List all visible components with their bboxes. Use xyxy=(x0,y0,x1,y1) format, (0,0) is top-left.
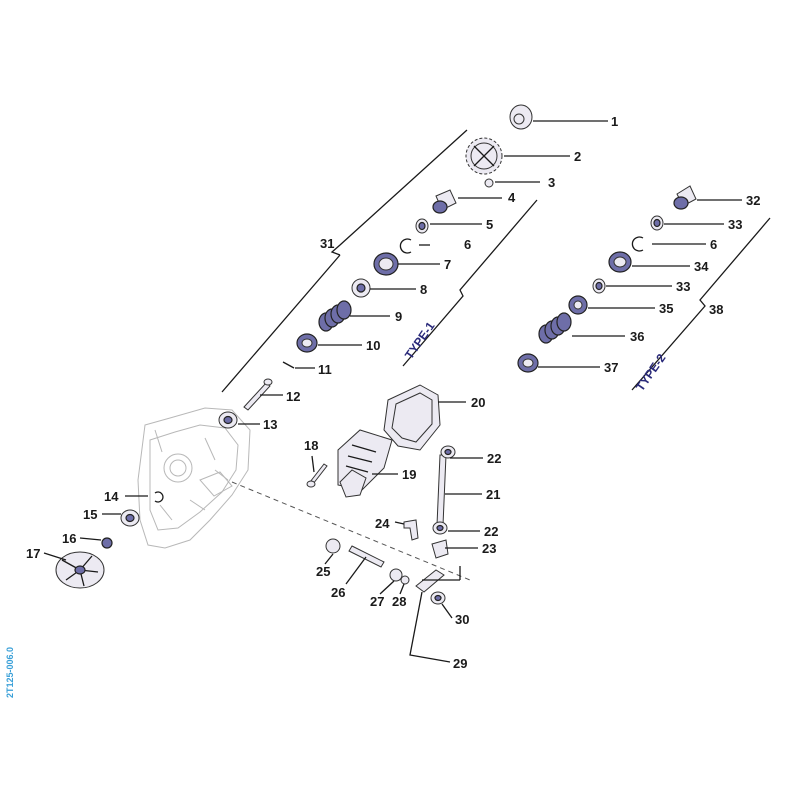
callout-5: 5 xyxy=(486,217,493,232)
part-15-seal xyxy=(120,509,140,527)
callout-30: 30 xyxy=(455,612,469,627)
callout-35: 35 xyxy=(659,301,673,316)
part-22-bush-lower xyxy=(432,521,448,535)
part-21-shaft xyxy=(436,454,447,526)
part-17-impeller xyxy=(55,551,105,589)
part-28-washer xyxy=(400,575,410,585)
part-5-washer xyxy=(415,218,429,234)
part-14-clip xyxy=(154,491,164,503)
part-11-pin xyxy=(282,361,295,369)
part-19-cover xyxy=(337,429,393,498)
callout-11: 11 xyxy=(318,362,332,377)
callout-7: 7 xyxy=(444,257,451,272)
part-37-seal xyxy=(517,353,539,373)
callout-1: 1 xyxy=(611,114,618,129)
callout-34: 34 xyxy=(694,259,709,274)
part-33-washer-upper xyxy=(650,215,664,231)
callout-17: 17 xyxy=(26,546,40,561)
callout-6-type2: 6 xyxy=(710,237,717,252)
part-18-bolt xyxy=(306,463,328,488)
part-36-spring xyxy=(538,312,572,344)
axis-line xyxy=(231,481,471,581)
part-24-lever xyxy=(403,519,419,541)
callout-38: 38 xyxy=(709,302,723,317)
callout-23: 23 xyxy=(482,541,496,556)
callout-26: 26 xyxy=(331,585,345,600)
callout-32: 32 xyxy=(746,193,760,208)
part-6-circlip xyxy=(399,238,412,254)
callout-9: 9 xyxy=(395,309,402,324)
callout-15: 15 xyxy=(83,507,97,522)
part-16-nut xyxy=(101,537,113,549)
part-34-seal xyxy=(608,251,632,273)
part-33-washer-lower xyxy=(592,278,606,294)
part-27-collar xyxy=(389,568,403,582)
part-35-washer xyxy=(568,295,588,315)
part-12-shaft xyxy=(243,378,273,411)
document-code-text: 2T125-006.0 xyxy=(5,646,15,698)
leader-lines xyxy=(43,120,742,663)
part-23-collar xyxy=(431,539,449,559)
callout-4: 4 xyxy=(508,190,516,205)
callout-20: 20 xyxy=(471,395,485,410)
part-7-seal xyxy=(373,252,399,276)
part-30-bush xyxy=(430,591,446,605)
part-13-bearing xyxy=(218,411,238,429)
part-4-bush xyxy=(432,189,457,214)
callout-3: 3 xyxy=(548,175,555,190)
type-1-label: TYPE-1 xyxy=(402,319,438,362)
part-2-gear xyxy=(465,137,503,175)
part-29-plate xyxy=(415,566,461,593)
part-22-bush-upper xyxy=(440,445,456,459)
part-9-spring xyxy=(318,300,352,332)
part-3-ball xyxy=(484,178,494,188)
callout-22-lower: 22 xyxy=(484,524,498,539)
callout-19: 19 xyxy=(402,467,416,482)
callout-36: 36 xyxy=(630,329,644,344)
callout-37: 37 xyxy=(604,360,618,375)
callout-12: 12 xyxy=(286,389,300,404)
callout-22-upper: 22 xyxy=(487,451,501,466)
bracket-type1 xyxy=(402,199,538,367)
bracket-31 xyxy=(221,129,468,393)
callout-27: 27 xyxy=(370,594,384,609)
callout-14: 14 xyxy=(104,489,119,504)
part-8-washer xyxy=(351,278,371,298)
callout-8: 8 xyxy=(420,282,427,297)
part-32-bush xyxy=(673,185,697,210)
part-20-gasket xyxy=(383,384,441,451)
part-1-ring xyxy=(509,104,533,130)
callout-13: 13 xyxy=(263,417,277,432)
callout-33-upper: 33 xyxy=(728,217,742,232)
callout-16: 16 xyxy=(62,531,76,546)
callout-25: 25 xyxy=(316,564,330,579)
type-2-label: TYPE-2 xyxy=(633,351,669,394)
callout-2: 2 xyxy=(574,149,581,164)
part-26-shaft xyxy=(348,545,385,568)
part-10-seal xyxy=(296,333,318,353)
callout-28: 28 xyxy=(392,594,406,609)
callout-21: 21 xyxy=(486,487,500,502)
callout-33-lower: 33 xyxy=(676,279,690,294)
callout-18: 18 xyxy=(304,438,318,453)
part-6-circlip-type2 xyxy=(631,236,644,252)
engine-housing xyxy=(137,407,251,549)
document-code: 2T125-006.0 xyxy=(3,640,17,700)
callout-24: 24 xyxy=(375,516,390,531)
callout-6-type1: 6 xyxy=(464,237,471,252)
bracket-type2 xyxy=(631,217,771,391)
callout-10: 10 xyxy=(366,338,380,353)
callout-31: 31 xyxy=(320,236,334,251)
part-25-bush xyxy=(325,538,341,554)
callout-29: 29 xyxy=(453,656,467,671)
